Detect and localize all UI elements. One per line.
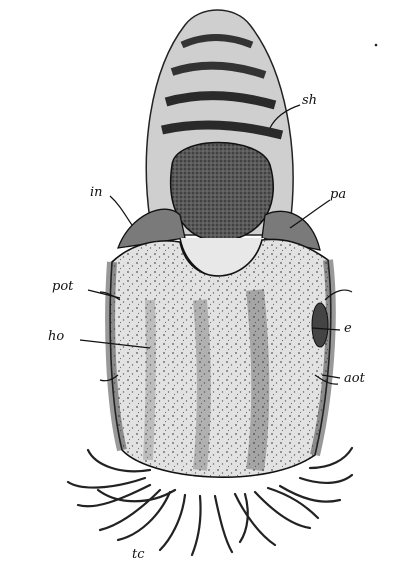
label-ho: ho [48, 329, 64, 344]
label-e: e [344, 321, 352, 336]
label-in: in [90, 185, 103, 200]
label-sh: sh [302, 93, 317, 108]
label-pot: pot [52, 279, 74, 294]
speck [375, 44, 378, 47]
label-aot: aot [344, 371, 366, 386]
label-pa: pa [330, 187, 346, 202]
label-tc: tc [132, 547, 145, 562]
